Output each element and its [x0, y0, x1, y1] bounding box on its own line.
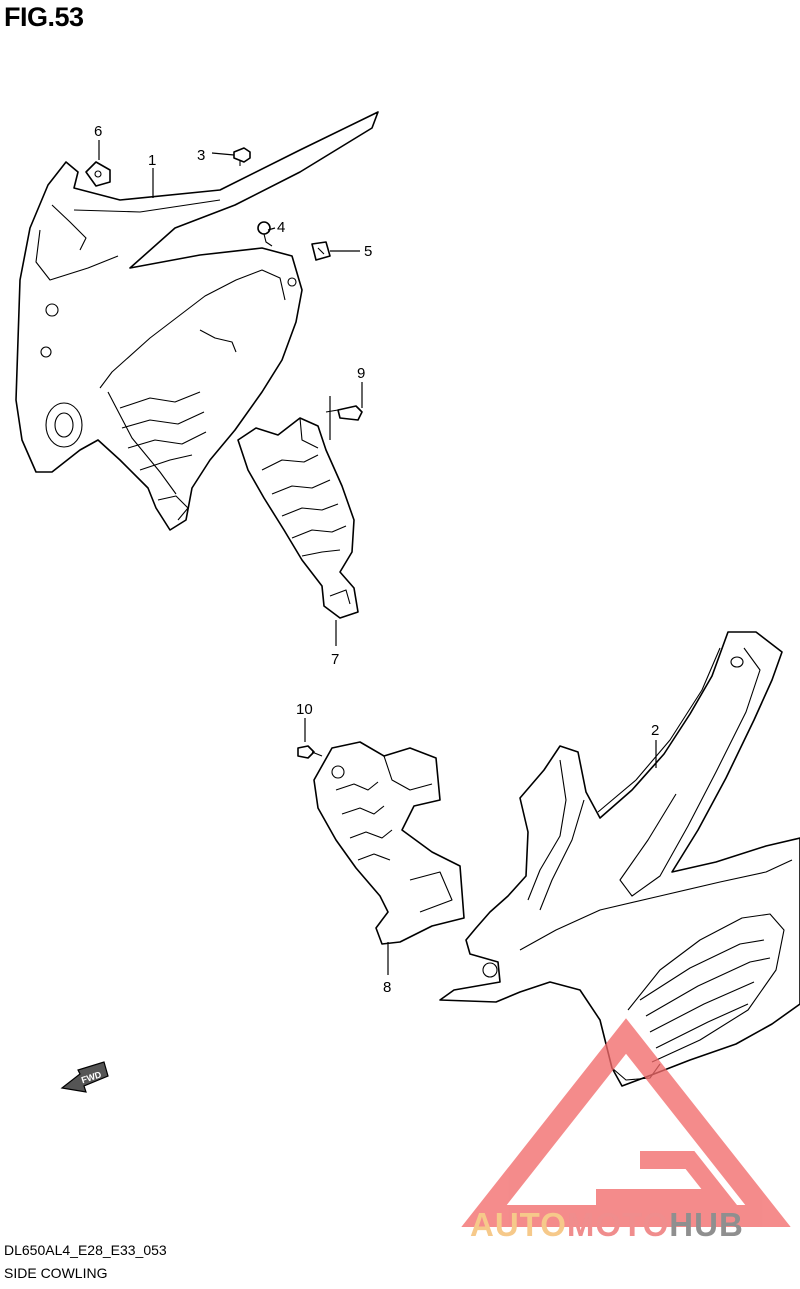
callout-10: 10: [296, 701, 313, 718]
watermark-part-auto: AUTO: [470, 1206, 567, 1243]
watermark-part-moto: MOTO: [567, 1206, 669, 1243]
leader-3: [211, 152, 235, 156]
figure-title: FIG.53: [4, 2, 84, 32]
svg-text:AUTOMOTOHUB: AUTOMOTOHUB: [470, 1206, 744, 1243]
callout-7: 7: [331, 651, 339, 668]
callout-4: 4: [277, 219, 285, 236]
part-1-side-cowling-upper: [15, 111, 379, 531]
callout-labels: 1 2 3 4 5 6 7 8 9 10: [94, 123, 659, 996]
callout-3: 3: [197, 147, 205, 164]
part-10-screw: [297, 745, 323, 759]
leader-lines: [98, 140, 657, 975]
part-4-screw: [257, 221, 273, 247]
leader-4: [267, 227, 276, 231]
part-8-inner-panel-lower: [313, 741, 465, 945]
callout-9: 9: [357, 365, 365, 382]
part-6-clip: [85, 161, 111, 187]
callout-2: 2: [651, 722, 659, 739]
part-7-inner-panel-upper: [237, 417, 359, 619]
leader-9: [329, 382, 363, 440]
callout-1: 1: [148, 152, 156, 169]
part-9-screw: [325, 405, 363, 421]
part-2-side-cowling-lower: [439, 631, 800, 1087]
callout-8: 8: [383, 979, 391, 996]
fwd-arrow-icon: FWD: [60, 1061, 109, 1093]
callout-6: 6: [94, 123, 102, 140]
watermark-wordmark: AUTOMOTOHUB: [470, 1206, 744, 1243]
watermark-part-hub: HUB: [669, 1206, 744, 1243]
diagram-description: SIDE COWLING: [4, 1265, 108, 1281]
part-3-screw: [233, 147, 251, 166]
diagram-code: DL650AL4_E28_E33_053: [4, 1242, 167, 1258]
part-5-nut: [311, 241, 331, 261]
callout-5: 5: [364, 243, 372, 260]
watermark-logo-icon: [461, 1018, 791, 1227]
